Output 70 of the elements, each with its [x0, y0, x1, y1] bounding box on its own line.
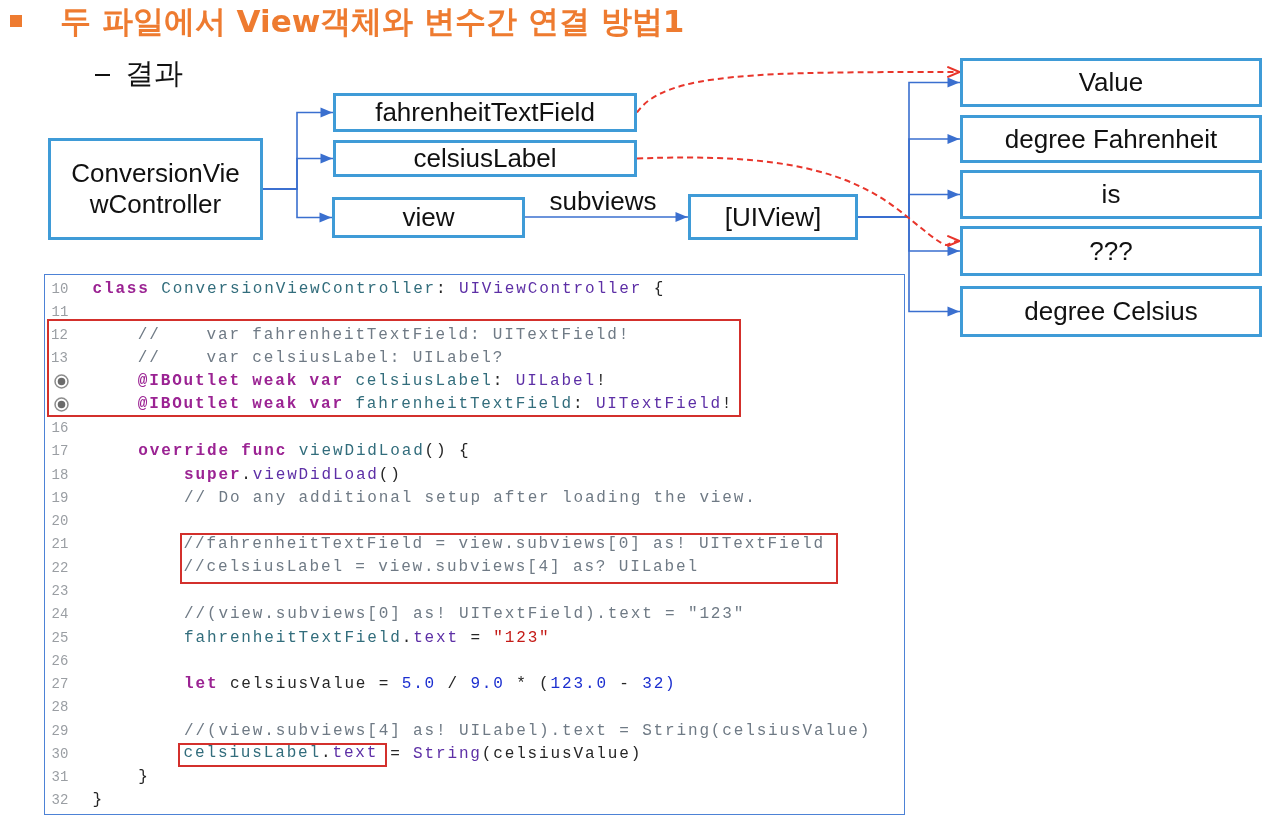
- code-line: @IBOutlet weak var celsiusLabel: UILabel!: [137, 373, 608, 390]
- node-label: degree Fahrenheit: [1004, 123, 1218, 155]
- line-number: 28: [51, 699, 69, 716]
- line-number: 12: [51, 326, 68, 343]
- highlight-frame: [179, 532, 838, 584]
- object-box: [960, 226, 1262, 276]
- subheading: 결과: [125, 55, 183, 91]
- code-line: // var celsiusLabel: UILabel?: [137, 349, 505, 366]
- line-number: 16: [51, 420, 69, 437]
- node-label: view: [402, 202, 455, 233]
- node-label: is: [1101, 179, 1121, 210]
- highlight-frame: [46, 318, 741, 417]
- object-box: [960, 170, 1262, 219]
- node-label: [UIView]: [724, 201, 822, 233]
- code-line: //(view.subviews[0] as! UITextField).text = "123": [184, 606, 746, 623]
- line-number: 18: [51, 466, 69, 483]
- line-number: 27: [51, 676, 69, 693]
- highlight-frame: [177, 742, 387, 767]
- node-label: degree Celsius: [1024, 296, 1198, 327]
- node-label: Value: [1078, 67, 1144, 98]
- code-line: = String(celsiusValue): [390, 745, 643, 762]
- line-number: 22: [51, 559, 69, 576]
- title: 두 파일에서 View객체와 변수간 연결 방법1: [60, 2, 685, 41]
- line-number: 20: [51, 513, 69, 530]
- line-number: 32: [51, 792, 69, 809]
- line-number: 26: [51, 652, 69, 669]
- line-number: 13: [51, 349, 68, 366]
- code-line: }: [138, 769, 150, 786]
- code-line: //celsiusLabel = view.subviews[4] as? UILabel: [183, 559, 699, 576]
- node-label: fahrenheitTextField: [375, 97, 595, 128]
- code-line: class ConversionViewController: UIViewController {: [92, 280, 666, 297]
- line-number: 21: [51, 536, 69, 553]
- object-box: [960, 115, 1262, 163]
- arrow: [262, 188, 333, 223]
- object-box: [333, 93, 637, 132]
- line-number: 11: [51, 303, 69, 320]
- code-line: celsiusLabel.text: [183, 745, 379, 762]
- line-number: 31: [51, 769, 69, 786]
- line-number: 19: [51, 489, 69, 506]
- object-box: [332, 197, 525, 238]
- object-box: [48, 138, 263, 240]
- code-line: // Do any additional setup after loading the view.: [184, 489, 757, 506]
- object-box: [333, 140, 637, 177]
- code-line: super.viewDidLoad(): [184, 466, 402, 483]
- code-line: @IBOutlet weak var fahrenheitTextField: UITextField!: [137, 396, 734, 413]
- code-line: //(view.subviews[4] as! UILabel).text = String(celsiusValue): [184, 722, 872, 739]
- node-label: ConversionViewController: [70, 158, 241, 220]
- dashed-arrow: [636, 65, 961, 114]
- code-line: }: [92, 792, 104, 809]
- arrow: [524, 212, 689, 222]
- object-box: [960, 286, 1262, 337]
- line-number: 29: [51, 722, 69, 739]
- line-number: 10: [51, 280, 69, 297]
- code-line: fahrenheitTextField.text = "123": [184, 629, 551, 646]
- line-number: 23: [51, 583, 69, 599]
- code-line: //fahrenheitTextField = view.subviews[0] as! UITextField: [183, 535, 825, 552]
- line-number: 24: [51, 606, 69, 623]
- object-box: [960, 58, 1262, 107]
- node-label: ???: [1089, 235, 1133, 267]
- dashed-arrow: [636, 156, 961, 249]
- line-number: 30: [51, 745, 69, 762]
- object-box: [688, 194, 858, 240]
- code-line: override func viewDidLoad() {: [138, 443, 471, 460]
- code-line: // var fahrenheitTextField: UITextField!: [137, 326, 631, 343]
- node-label: celsiusLabel: [413, 143, 557, 174]
- code-line: let celsiusValue = 5.0 / 9.0 * (123.0 - 32): [184, 676, 677, 693]
- line-number: 17: [51, 443, 69, 460]
- code-panel: [44, 274, 905, 815]
- arrow: [857, 216, 961, 317]
- line-number: 25: [51, 629, 69, 646]
